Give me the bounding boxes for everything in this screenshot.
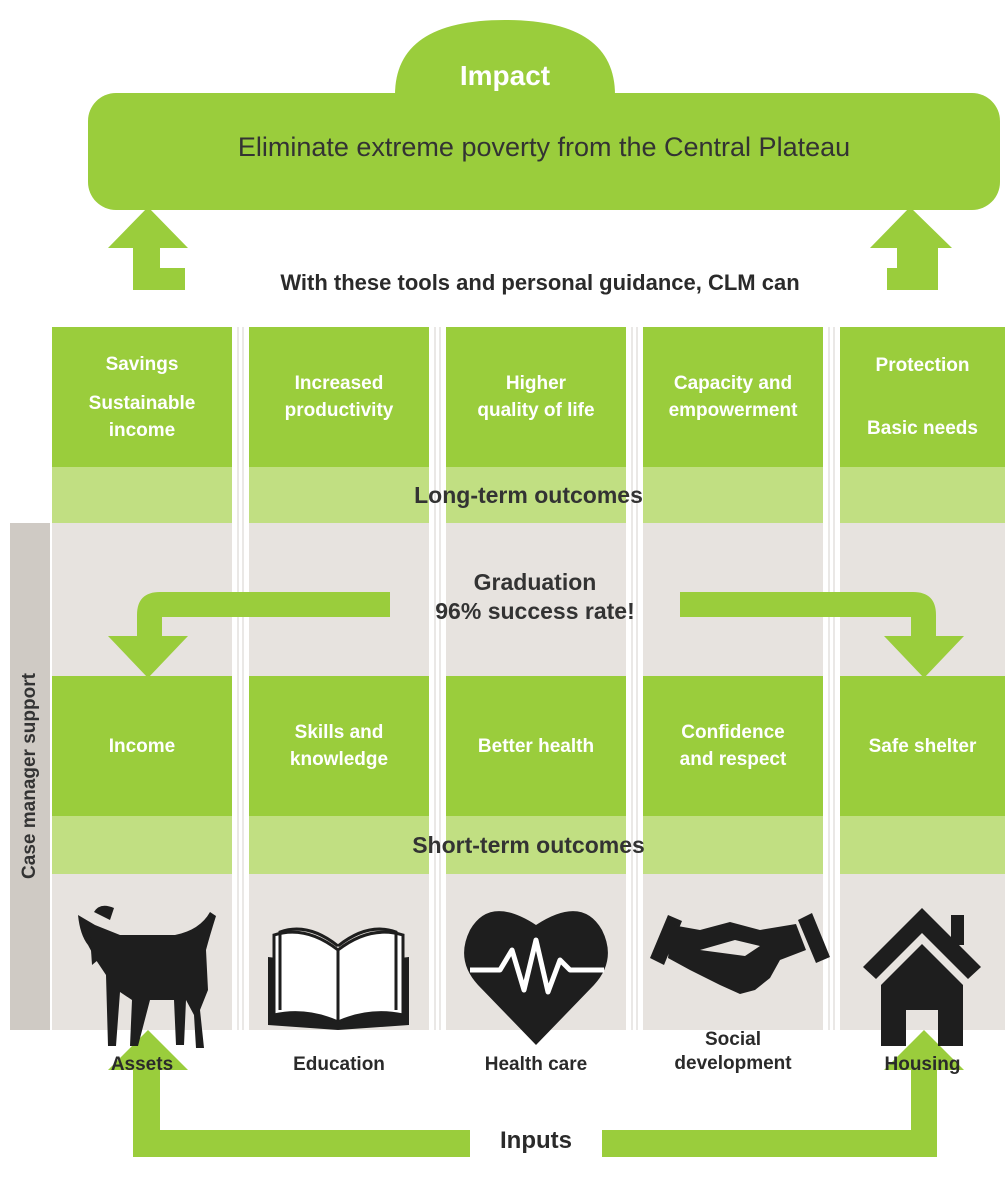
short-term-health: Better health bbox=[446, 676, 626, 816]
input-label-line: Social bbox=[705, 1029, 761, 1050]
long-term-band-bg bbox=[52, 467, 1005, 523]
impact-title: Impact bbox=[459, 60, 551, 91]
short-term-item-line: knowledge bbox=[289, 749, 389, 770]
long-term-cells bbox=[52, 327, 1005, 467]
heartbeat-icon bbox=[464, 911, 608, 1045]
input-label-line: development bbox=[674, 1053, 792, 1074]
long-term-item-line: Savings bbox=[105, 353, 179, 375]
long-term-item-line: Sustainable bbox=[88, 392, 196, 414]
graduation-text: Graduation 96% success rate! bbox=[390, 568, 680, 626]
long-term-item-line: Increased bbox=[294, 373, 384, 394]
long-term-item-line: productivity bbox=[284, 400, 394, 421]
bridge-text: With these tools and personal guidance, … bbox=[280, 270, 800, 295]
arrow-top-left bbox=[108, 207, 188, 290]
long-term-item-line: empowerment bbox=[668, 400, 798, 421]
short-term-item-line: Confidence bbox=[681, 722, 785, 743]
short-term-item-line: Skills and bbox=[294, 722, 384, 743]
input-label-social-development: Social development bbox=[643, 1026, 823, 1078]
short-term-cells bbox=[52, 676, 1005, 816]
input-label-education: Education bbox=[293, 1054, 385, 1075]
house-icon bbox=[863, 908, 981, 1046]
long-term-item-line: income bbox=[108, 419, 176, 441]
input-label-assets: Assets bbox=[110, 1054, 174, 1075]
long-term-protection: Protection Basic needs bbox=[840, 327, 1005, 467]
input-label-housing: Housing bbox=[884, 1054, 961, 1075]
arrow-top-right bbox=[870, 207, 952, 290]
short-term-item-line: Better health bbox=[477, 735, 595, 757]
arrow-graduation-left bbox=[108, 592, 390, 678]
arrow-inputs bbox=[108, 1030, 964, 1157]
long-term-band-label: Long-term outcomes bbox=[414, 481, 643, 508]
long-term-quality-of-life: Higher quality of life bbox=[446, 327, 626, 467]
graduation-rate: 96% success rate! bbox=[435, 598, 635, 624]
sidebar-label: Case manager support bbox=[19, 673, 40, 879]
short-term-item-line: Income bbox=[108, 735, 176, 757]
long-term-item-line: Basic needs bbox=[867, 418, 978, 439]
goat-icon bbox=[78, 905, 216, 1048]
short-term-confidence: Confidence and respect bbox=[643, 676, 823, 816]
long-term-item-line: quality of life bbox=[477, 400, 595, 421]
handshake-icon bbox=[650, 913, 830, 994]
long-term-productivity: Increased productivity bbox=[249, 327, 429, 467]
short-term-shelter: Safe shelter bbox=[840, 676, 1005, 816]
short-term-item-line: Safe shelter bbox=[868, 735, 977, 757]
long-term-item-line: Higher bbox=[505, 373, 567, 394]
long-term-savings-income: Savings Sustainable income bbox=[52, 327, 232, 467]
long-term-item-line: Capacity and bbox=[673, 373, 793, 394]
input-label-health-care: Health care bbox=[484, 1054, 588, 1075]
short-term-item-line: and respect bbox=[679, 749, 787, 770]
short-term-income: Income bbox=[52, 676, 232, 816]
graduation-title: Graduation bbox=[473, 569, 597, 595]
impact-cloud bbox=[88, 20, 1000, 210]
open-book-icon bbox=[268, 927, 409, 1030]
short-term-skills: Skills and knowledge bbox=[249, 676, 429, 816]
long-term-empowerment: Capacity and empowerment bbox=[643, 327, 823, 467]
short-term-band-bg bbox=[52, 816, 1005, 874]
arrow-graduation-right bbox=[680, 592, 964, 678]
inputs-label: Inputs bbox=[500, 1127, 572, 1154]
long-term-item-line: Protection bbox=[875, 355, 970, 376]
short-term-band-label: Short-term outcomes bbox=[412, 831, 645, 858]
impact-statement: Eliminate extreme poverty from the Centr… bbox=[237, 132, 851, 162]
